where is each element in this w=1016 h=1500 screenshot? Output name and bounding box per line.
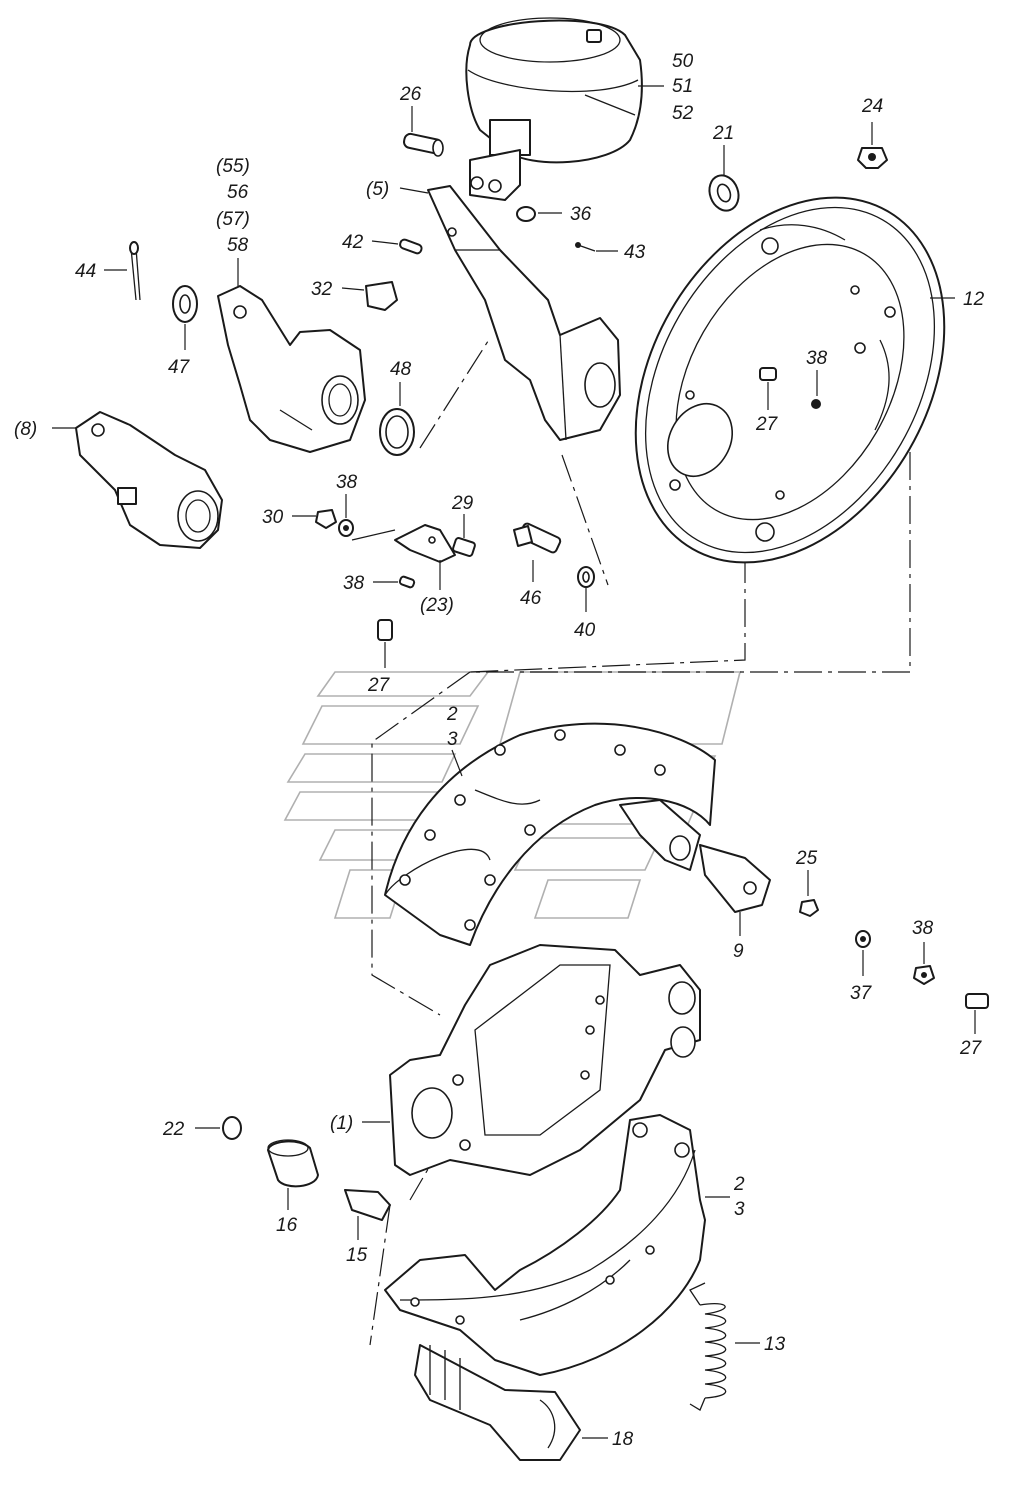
label-43: 43: [624, 242, 646, 263]
slack-adjuster: [217, 285, 366, 453]
label-23: (23): [420, 595, 454, 616]
plate-23: [351, 524, 456, 563]
washer-47: [172, 285, 198, 323]
bolt-27-right: [965, 993, 989, 1009]
bushing: [267, 1139, 319, 1188]
part-labels: 50 51 52 26 24 21 (55) 56 (57) 58 (5) 36…: [14, 51, 985, 1450]
label-40: 40: [574, 620, 596, 641]
label-29: 29: [451, 493, 474, 514]
label-51: 51: [672, 76, 693, 97]
label-27-plate: 27: [755, 414, 779, 435]
label-18: 18: [612, 1429, 634, 1450]
label-50: 50: [672, 51, 694, 72]
washer-36: [516, 206, 536, 222]
label-27-right: 27: [959, 1038, 983, 1059]
camshaft: [414, 1344, 581, 1461]
leader-lines: [52, 85, 976, 1439]
roller-pin: [344, 1189, 391, 1221]
label-3-upper: 3: [447, 729, 458, 750]
washer-37: [855, 930, 871, 948]
label-48: 48: [390, 359, 412, 380]
label-38-mid: 38: [336, 472, 358, 493]
label-37: 37: [850, 983, 873, 1004]
label-38-spring: 38: [343, 573, 365, 594]
return-spring: [689, 1282, 727, 1411]
washer-38-mid: [338, 519, 354, 537]
label-15: 15: [346, 1245, 368, 1266]
label-22: 22: [162, 1119, 185, 1140]
bolt-27-left: [377, 619, 393, 641]
label-3-lower: 3: [734, 1199, 745, 1220]
nut-25: [799, 899, 819, 917]
brake-shoe-lower: [384, 1114, 706, 1376]
nut-24: [857, 147, 888, 169]
seal-22: [222, 1116, 242, 1140]
label-24: 24: [861, 96, 883, 117]
label-36: 36: [570, 204, 592, 225]
label-12: 12: [963, 289, 985, 310]
label-38-right: 38: [912, 918, 934, 939]
label-57: (57): [216, 209, 250, 230]
label-52: 52: [672, 103, 694, 124]
label-21: 21: [712, 123, 734, 144]
screw-43: [575, 242, 596, 252]
label-42: 42: [342, 232, 364, 253]
bolt-29: [452, 537, 476, 557]
backing-plate: [634, 196, 946, 564]
slack-adjuster-8: [75, 411, 223, 549]
label-30: 30: [262, 507, 284, 528]
label-47: 47: [168, 357, 191, 378]
label-27-left: 27: [367, 675, 391, 696]
cotter-pin: [129, 241, 141, 301]
brake-spider: [389, 944, 701, 1176]
label-58: 58: [227, 235, 249, 256]
label-2-lower: 2: [733, 1174, 745, 1195]
nut-32: [365, 281, 398, 311]
label-44: 44: [75, 261, 96, 282]
label-56: 56: [227, 182, 249, 203]
label-25: 25: [795, 848, 818, 869]
label-2-upper: 2: [446, 704, 458, 725]
nut-30: [315, 509, 337, 529]
label-8: (8): [14, 419, 37, 440]
pin-42: [399, 238, 423, 255]
label-32: 32: [311, 279, 333, 300]
anchor-pin: [699, 844, 771, 913]
label-26: 26: [399, 84, 422, 105]
clevis-pin: [403, 132, 444, 157]
chamber-bracket: [427, 185, 621, 441]
nut-38-right: [913, 965, 935, 985]
label-13: 13: [764, 1334, 786, 1355]
assembly-lines: [369, 337, 911, 1346]
lock-washer: [708, 174, 740, 212]
label-46: 46: [520, 588, 542, 609]
spring-38: [398, 575, 416, 589]
label-16: 16: [276, 1215, 298, 1236]
bolt-46: [513, 522, 562, 554]
washer-40: [577, 566, 595, 588]
label-38-plate: 38: [806, 348, 828, 369]
brake-chamber: [465, 17, 643, 201]
label-1: (1): [330, 1113, 353, 1134]
label-55: (55): [216, 156, 250, 177]
brake-shoe-upper: [384, 722, 716, 946]
washer-48: [379, 408, 415, 456]
label-5: (5): [366, 179, 389, 200]
label-9: 9: [733, 941, 744, 962]
